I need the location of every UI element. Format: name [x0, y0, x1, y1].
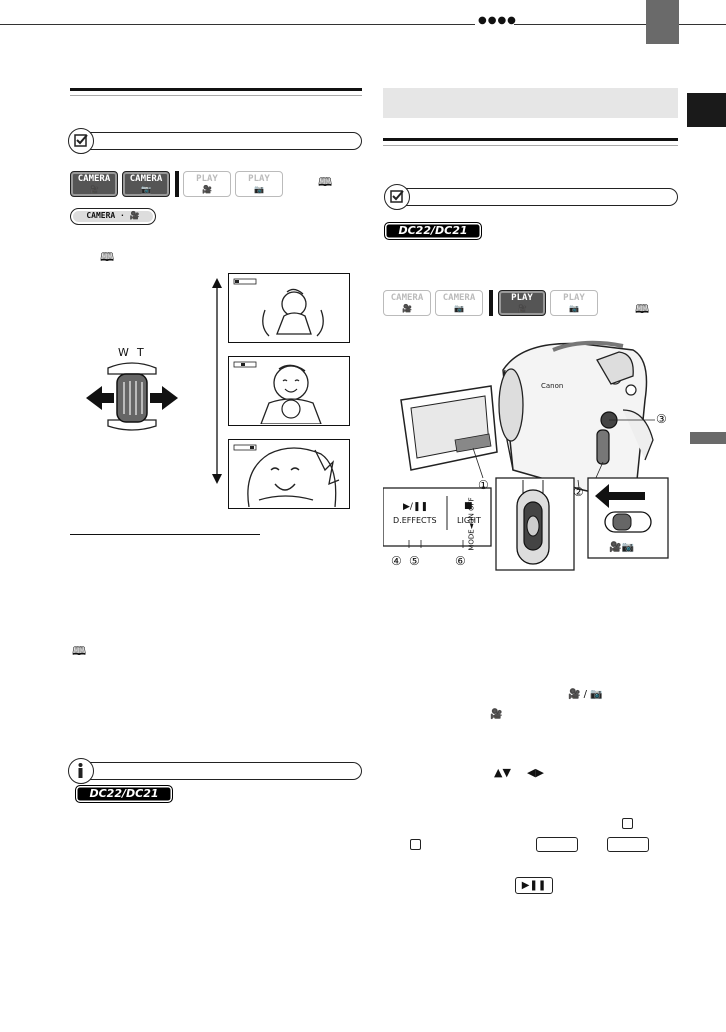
- left-sub-underline: [70, 534, 260, 535]
- right-title-rule: [383, 138, 678, 141]
- right-model-badge: DC22/DC21: [384, 222, 482, 240]
- mode-play-photo: PLAY📷: [235, 171, 283, 197]
- checkpoint-icon-right: [384, 184, 410, 210]
- mode-camera-movie-right: CAMERA🎥: [383, 290, 431, 316]
- mode-camera-movie: CAMERA🎥: [70, 171, 118, 197]
- callout-6: ⑥: [455, 554, 466, 568]
- svg-text:Canon: Canon: [541, 382, 563, 390]
- checkpoint-icon: [68, 128, 94, 154]
- zoom-lever-illustration: W T: [82, 346, 182, 438]
- svg-text:🎥📷: 🎥📷: [609, 540, 634, 553]
- camera-mode-badge-label: CAMERA · 🎥: [86, 211, 140, 220]
- header-rule: [0, 24, 475, 25]
- stop-symbol: ■: [464, 501, 473, 511]
- mode-camera-photo: CAMERA📷: [122, 171, 170, 197]
- zoom-panel-mid: [228, 356, 350, 426]
- left-model-badge: DC22/DC21: [75, 785, 173, 803]
- step-key-button-1: [536, 837, 578, 852]
- mode-play-movie: PLAY🎥: [183, 171, 231, 197]
- header-rule-right: [514, 24, 726, 25]
- step-switch-icons: 🎥 / 📷: [568, 689, 603, 700]
- deffects-label: D.EFFECTS: [393, 516, 437, 525]
- mode-play-photo-right: PLAY📷: [550, 290, 598, 316]
- step-arrows-left-right: ◀▶: [527, 766, 544, 779]
- mode-switch-text: MODE◄ON OFF: [467, 497, 476, 551]
- callout-5: ⑤: [409, 554, 420, 568]
- zoom-panel-tele: [228, 439, 350, 509]
- mode-play-movie-right: PLAY🎥: [498, 290, 546, 316]
- right-title-underline: [383, 145, 678, 146]
- section-tab-gray: [646, 0, 679, 44]
- play-pause-button-label: ▶❚❚: [521, 880, 547, 891]
- callout-4: ④: [391, 554, 402, 568]
- book-reference-icon-2: 🕮: [100, 250, 115, 264]
- left-title-rule: [70, 88, 362, 91]
- camera-mode-badge: CAMERA · 🎥: [70, 208, 156, 225]
- step-movie-icon: 🎥: [490, 709, 503, 720]
- step-square-icon-2: [410, 839, 421, 850]
- chapter-side-tab: [690, 432, 726, 444]
- right-section-header: [383, 88, 678, 118]
- book-reference-icon-right: 🕮: [635, 302, 650, 316]
- left-checkpoint-bar: [72, 132, 362, 150]
- section-tab-black: [687, 93, 726, 127]
- step-square-icon-1: [622, 818, 633, 829]
- light-label: LIGHT: [457, 516, 481, 525]
- header-dots: ●●●●: [478, 15, 517, 26]
- camcorder-illustration: Canon 🎥📷 ① ② ③ ④: [382, 330, 683, 578]
- mode-camera-photo-right: CAMERA📷: [435, 290, 483, 316]
- book-reference-icon-3: 🕮: [72, 644, 87, 658]
- zoom-panel-wide: [228, 273, 350, 343]
- step-key-button-2: [607, 837, 649, 852]
- info-icon: [68, 758, 94, 784]
- right-checkpoint-bar: [388, 188, 678, 206]
- mode-divider-right: [489, 290, 493, 316]
- callout-1: ①: [478, 478, 489, 492]
- zoom-w-label: W: [118, 346, 129, 359]
- book-reference-icon: 🕮: [318, 175, 333, 189]
- mode-divider: [175, 171, 179, 197]
- play-pause-button: ▶❚❚: [515, 877, 553, 894]
- left-info-bar: [72, 762, 362, 780]
- left-title-underline: [70, 95, 362, 96]
- callout-3: ③: [656, 412, 667, 426]
- zoom-range-arrow: [212, 278, 222, 484]
- callout-2: ②: [573, 485, 584, 499]
- step-arrows-up-down: ▲▼: [494, 766, 511, 779]
- zoom-t-label: T: [137, 346, 144, 359]
- play-pause-symbol: ▶/❚❚: [403, 502, 429, 512]
